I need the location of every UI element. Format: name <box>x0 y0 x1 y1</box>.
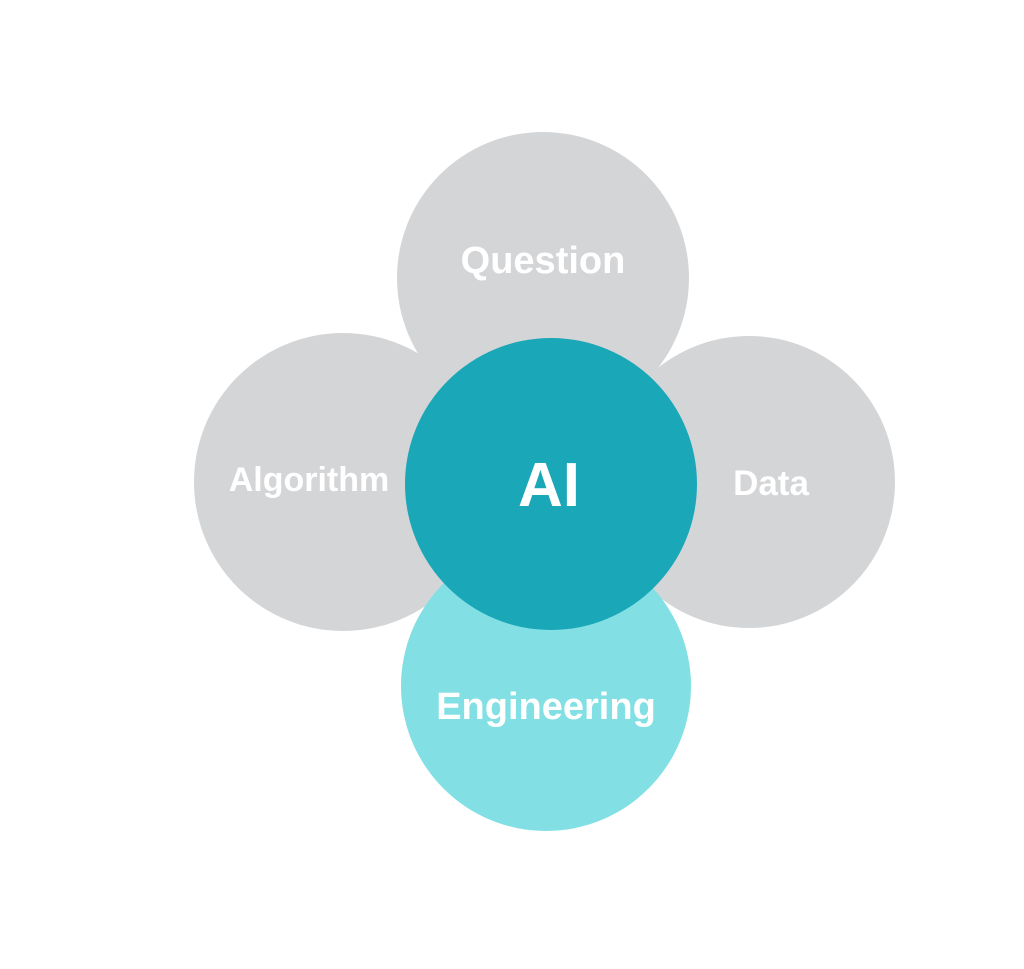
ai-center-circle <box>405 338 697 630</box>
ai-center-label: AI <box>518 451 580 520</box>
question-label: Question <box>461 240 626 282</box>
data-label: Data <box>733 464 809 503</box>
algorithm-circle <box>194 333 492 631</box>
engineering-label: Engineering <box>436 686 656 728</box>
algorithm-label: Algorithm <box>229 461 390 499</box>
engineering-circle <box>401 541 691 831</box>
question-circle <box>397 132 689 424</box>
